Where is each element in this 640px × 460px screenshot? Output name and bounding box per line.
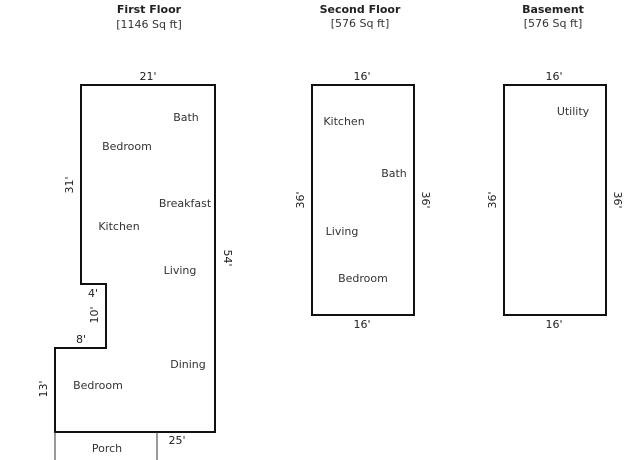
second-floor-title: Second Floor	[320, 3, 401, 16]
room-label-bath: Bath	[381, 167, 407, 180]
basement-right-dimension: 36'	[611, 191, 624, 208]
basement-area: [576 Sq ft]	[524, 17, 583, 30]
second-floor-right-dimension: 36'	[419, 191, 432, 208]
second-floor-outline	[311, 84, 415, 316]
room-label-breakfast: Breakfast	[159, 197, 212, 210]
room-label-kitchen: Kitchen	[323, 115, 364, 128]
room-label-porch: Porch	[92, 442, 122, 455]
first-floor-notch-height-dimension: 10'	[88, 306, 101, 323]
second-floor-left-dimension: 36'	[294, 191, 307, 208]
basement-left-dimension: 36'	[486, 191, 499, 208]
first-floor-area: [1146 Sq ft]	[116, 18, 182, 31]
second-floor-top-dimension: 16'	[353, 70, 370, 83]
basement-top-dimension: 16'	[545, 70, 562, 83]
basement-outline	[503, 84, 607, 316]
first-floor-title: First Floor	[117, 3, 182, 16]
room-label-bath: Bath	[173, 111, 199, 124]
first-floor-left-upper-dimension: 31'	[63, 176, 76, 193]
first-floor-left-lower-dimension: 13'	[37, 380, 50, 397]
first-floor: First Floor [1146 Sq ft] 21' 31' 4' 10' …	[37, 3, 234, 460]
basement-bottom-dimension: 16'	[545, 318, 562, 331]
first-floor-bottom-dimension: 25'	[168, 434, 185, 447]
room-label-living: Living	[164, 264, 197, 277]
first-floor-top-dimension: 21'	[139, 70, 156, 83]
room-label-kitchen: Kitchen	[98, 220, 139, 233]
room-label-utility: Utility	[557, 105, 590, 118]
basement: Basement [576 Sq ft] 16' 16' 36' 36' Uti…	[486, 3, 624, 331]
second-floor-bottom-dimension: 16'	[353, 318, 370, 331]
room-label-dining: Dining	[170, 358, 206, 371]
room-label-living: Living	[326, 225, 359, 238]
first-floor-step-width-dimension: 8'	[76, 333, 86, 346]
second-floor: Second Floor [576 Sq ft] 16' 16' 36' 36'…	[294, 3, 432, 331]
room-label-bedroom: Bedroom	[338, 272, 388, 285]
room-label-bedroom: Bedroom	[73, 379, 123, 392]
room-label-bedroom: Bedroom	[102, 140, 152, 153]
first-floor-right-dimension: 54'	[221, 249, 234, 266]
basement-title: Basement	[522, 3, 584, 16]
first-floor-outline	[54, 84, 216, 433]
first-floor-notch-width-dimension: 4'	[88, 287, 98, 300]
second-floor-area: [576 Sq ft]	[331, 17, 390, 30]
